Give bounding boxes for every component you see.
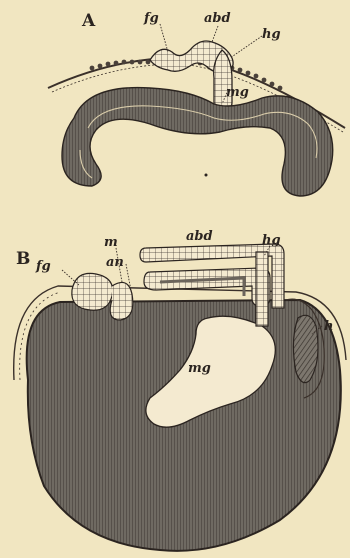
panel-b-foregut <box>72 273 113 310</box>
label-b-m: m <box>104 235 118 250</box>
label-a-mg: mg <box>226 85 249 100</box>
panel-a-letter: A <box>81 11 96 31</box>
leader-a-abd <box>212 26 218 42</box>
label-b-fg: fg <box>35 259 51 274</box>
leader-a-fg <box>160 24 168 52</box>
panel-b: B fg m an abd hg mg h <box>14 229 346 551</box>
panel-b-stomodaeum <box>110 282 133 320</box>
label-b-abd: abd <box>186 229 213 244</box>
label-b-hg: hg <box>262 233 281 248</box>
panel-b-letter: B <box>16 249 30 269</box>
label-a-hg: hg <box>262 27 281 42</box>
label-b-an: an <box>106 255 124 270</box>
label-b-mg: mg <box>188 361 211 376</box>
leader-a-hg <box>230 36 262 58</box>
label-a-fg: fg <box>143 11 159 26</box>
panel-a: A fg abd hg mg <box>48 11 345 196</box>
label-a-abd: abd <box>204 11 231 26</box>
label-b-h: h <box>324 319 333 334</box>
panel-a-hindgut <box>214 50 232 112</box>
panel-b-hindgut <box>256 252 268 326</box>
panel-a-midgut <box>62 88 333 196</box>
